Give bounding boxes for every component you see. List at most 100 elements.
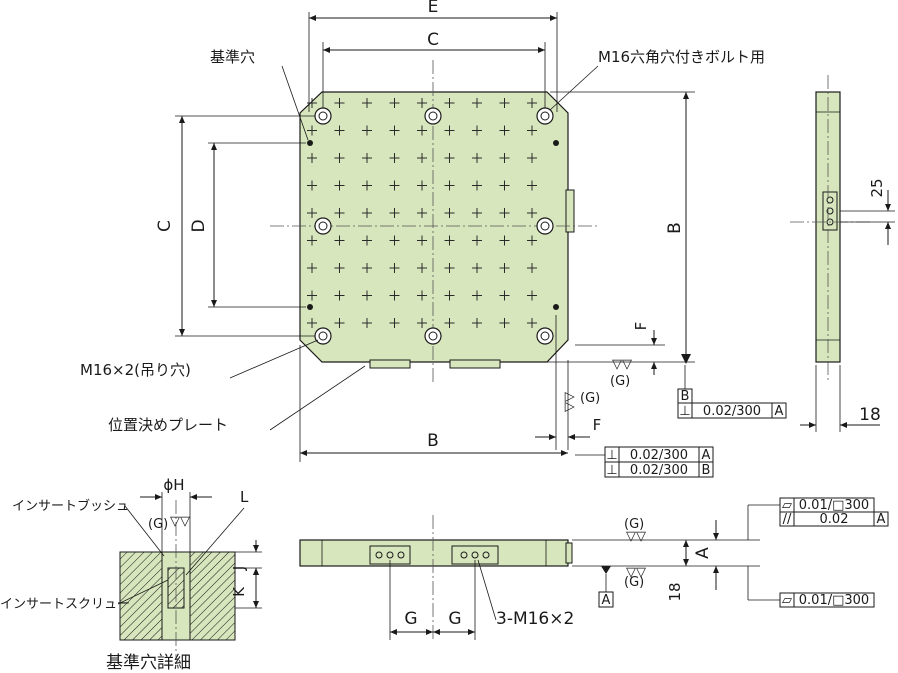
dim-phiH: ϕH xyxy=(163,476,184,494)
svg-text:▱: ▱ xyxy=(782,498,792,513)
grid-plus-mark xyxy=(417,235,427,246)
grid-plus-mark xyxy=(307,208,317,218)
surface-G-2: (G) xyxy=(580,391,600,406)
grid-plus-mark xyxy=(307,290,317,301)
grid-plus-mark xyxy=(362,263,372,273)
grid-plus-mark xyxy=(389,290,400,301)
callout-positioning-plate: 位置決めプレート xyxy=(108,416,228,434)
grid-plus-mark xyxy=(389,263,400,273)
datum-A: A xyxy=(602,593,611,608)
grid-plus-mark xyxy=(362,98,372,108)
grid-plus-mark xyxy=(334,263,345,273)
datum-B: B xyxy=(681,389,690,404)
dim-A: A xyxy=(693,547,713,559)
grid-plus-mark xyxy=(389,98,400,108)
grid-plus-mark xyxy=(472,98,482,108)
grid-plus-mark xyxy=(527,235,537,246)
surface-G-1: (G) xyxy=(610,374,630,389)
grid-plus-mark xyxy=(334,98,345,108)
grid-plus-mark xyxy=(527,125,537,136)
grid-plus-mark xyxy=(307,153,317,163)
svg-text:0.01/□300: 0.01/□300 xyxy=(799,498,869,513)
grid-plus-mark xyxy=(472,153,482,163)
dim-J: J xyxy=(230,566,248,571)
callout-lifting-hole: M16×2(吊り穴) xyxy=(80,361,191,379)
grid-plus-mark xyxy=(499,98,510,108)
side-view: 25 18 xyxy=(790,75,895,432)
reference-hole-detail: ϕH L (G) ▽▽ J K インサートブッシュ インサートスクリュー 基準穴… xyxy=(0,476,262,673)
grid-plus-mark xyxy=(444,290,455,301)
surface-mark-bottom: ▽▽ xyxy=(626,565,646,580)
grid-plus-mark xyxy=(499,180,510,191)
grid-plus-mark xyxy=(334,125,345,136)
grid-plus-mark xyxy=(444,180,455,191)
svg-text:0.01/□300: 0.01/□300 xyxy=(799,593,869,608)
tol-perp-value-1: 0.02/300 xyxy=(703,404,761,419)
tolerance-frames-bottom: ⊥ 0.02/300 A ⊥ 0.02/300 B xyxy=(575,446,714,478)
dim-G-left: G xyxy=(404,609,417,629)
grid-plus-mark xyxy=(389,318,400,328)
surface-G-detail: (G) xyxy=(148,517,168,532)
grid-plus-mark xyxy=(362,208,372,218)
grid-plus-mark xyxy=(417,98,427,108)
surface-mark-detail: ▽▽ xyxy=(170,514,190,529)
dim-B-vertical: B xyxy=(665,222,685,234)
grid-plus-mark xyxy=(527,180,537,191)
grid-plus-mark xyxy=(444,125,455,136)
positioning-plate-bottom-right xyxy=(449,359,501,369)
grid-plus-mark xyxy=(389,125,400,136)
grid-plus-mark xyxy=(444,235,455,246)
svg-text:0.02/300: 0.02/300 xyxy=(630,448,688,463)
grid-plus-mark xyxy=(499,318,510,328)
grid-plus-mark xyxy=(307,180,317,191)
reference-holes xyxy=(307,140,559,310)
grid-plus-mark xyxy=(334,235,345,246)
grid-plus-mark xyxy=(527,263,537,273)
plate-outline xyxy=(299,91,569,363)
grid-plus-mark xyxy=(307,235,317,246)
grid-plus-mark xyxy=(307,125,317,136)
dim-B-horizontal: B xyxy=(427,431,439,451)
grid-plus-mark xyxy=(389,153,400,163)
grid-plus-mark xyxy=(417,180,427,191)
callout-side-tap: 3-M16×2 xyxy=(496,609,574,629)
grid-plus-mark xyxy=(417,125,427,136)
callout-insert-bush: インサートブッシュ xyxy=(12,498,129,514)
positioning-plate-bottom-left xyxy=(369,359,411,369)
dim-C-vertical: C xyxy=(155,220,175,232)
grid-plus-mark xyxy=(472,263,482,273)
grid-plus-mark xyxy=(334,318,345,328)
grid-plus-mark xyxy=(444,153,455,163)
grid-plus-mark xyxy=(389,180,400,191)
dim-L: L xyxy=(240,488,249,506)
grid-plus-mark xyxy=(527,208,537,218)
grid-plus-mark xyxy=(362,235,372,246)
surface-mark-1: ▽▽ xyxy=(612,357,632,372)
dim-18-side: 18 xyxy=(859,405,881,425)
grid-plus-mark xyxy=(444,98,455,108)
grid-plus-mark xyxy=(444,263,455,273)
grid-plus-mark xyxy=(389,235,400,246)
callout-reference-hole: 基準穴 xyxy=(210,48,255,66)
dim-C-horizontal: C xyxy=(427,30,439,50)
grid-plus-mark xyxy=(362,125,372,136)
svg-text:▱: ▱ xyxy=(782,593,792,608)
grid-plus-mark xyxy=(527,318,537,328)
dim-18-front: 18 xyxy=(666,582,684,601)
grid-plus-mark xyxy=(417,290,427,301)
surface-G-top: (G) xyxy=(624,517,644,532)
hole-grid xyxy=(307,98,537,328)
grid-plus-mark xyxy=(499,125,510,136)
svg-text://: // xyxy=(783,512,792,527)
grid-plus-mark xyxy=(472,290,482,301)
grid-plus-mark xyxy=(417,208,427,218)
dim-D: D xyxy=(189,219,209,232)
bolt-holes xyxy=(314,107,554,345)
detail-title: 基準穴詳細 xyxy=(106,653,191,673)
dim-G-right: G xyxy=(448,609,461,629)
callout-insert-screw: インサートスクリュー xyxy=(0,597,130,612)
grid-plus-mark xyxy=(362,290,372,301)
grid-plus-mark xyxy=(472,318,482,328)
front-plate xyxy=(299,539,569,567)
grid-plus-mark xyxy=(362,153,372,163)
